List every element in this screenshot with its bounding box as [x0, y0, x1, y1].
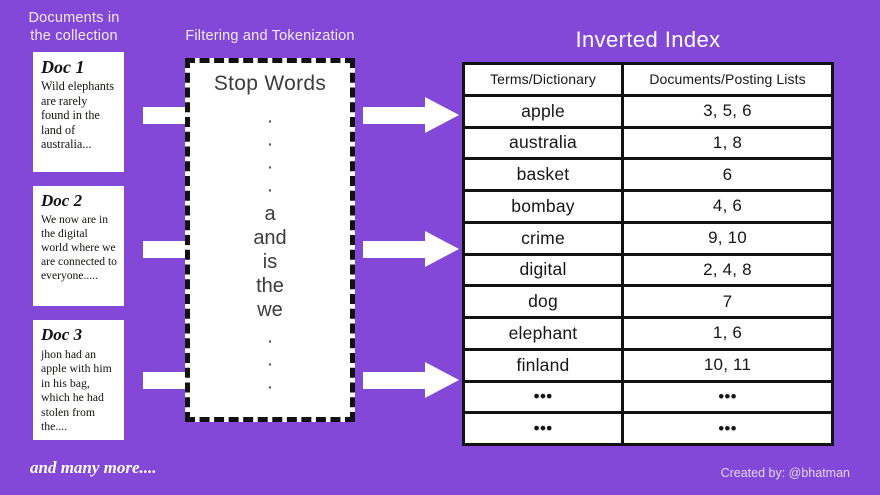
documents-caption-line2: the collection [30, 28, 118, 44]
stop-word-item: is [262, 251, 278, 273]
table-cell-postings: 1, 6 [624, 319, 831, 348]
stop-words-box: Stop Words · · · · a and is the we · · · [185, 58, 355, 422]
table-row: elephant 1, 6 [465, 319, 831, 351]
table-row: basket 6 [465, 160, 831, 192]
table-cell-postings: 7 [624, 287, 831, 316]
table-cell-postings: ••• [624, 414, 831, 443]
arrow-head-icon [425, 97, 459, 133]
table-cell-term: ••• [465, 414, 624, 443]
dot: · [266, 157, 274, 178]
dot: · [266, 331, 274, 352]
table-header-terms: Terms/Dictionary [465, 65, 624, 94]
document-body-3: jhon had an apple with him in his bag, w… [41, 347, 112, 434]
table-cell-term: australia [465, 128, 624, 158]
arrow-shaft [363, 372, 429, 389]
stop-word-item: the [256, 275, 284, 297]
table-cell-term: bombay [465, 192, 624, 221]
document-title-1: Doc 1 [41, 57, 85, 77]
documents-caption-line1: Documents in [28, 10, 120, 26]
table-row: crime 9, 10 [465, 223, 831, 256]
table-row: dog 7 [465, 287, 831, 319]
documents-caption: Documents in the collection [14, 9, 134, 45]
table-row: finland 10, 11 [465, 350, 831, 383]
table-cell-postings: 1, 8 [624, 128, 831, 158]
filtering-caption: Filtering and Tokenization [185, 28, 355, 44]
dot: · [266, 111, 274, 132]
table-cell-term: digital [465, 255, 624, 285]
document-title-3: Doc 3 [41, 325, 83, 344]
table-cell-postings: 10, 11 [624, 350, 831, 380]
input-arrow-doc1 [143, 107, 187, 124]
table-row: digital 2, 4, 8 [465, 255, 831, 288]
stop-word-item: we [257, 299, 283, 321]
document-body-2: We now are in the digital world where we… [41, 213, 117, 282]
arrow-head-icon [425, 231, 459, 267]
dot: · [266, 134, 274, 155]
dot: · [266, 354, 274, 375]
stop-words-title: Stop Words [213, 72, 327, 95]
document-card-3: Doc 3 jhon had an apple with him in his … [33, 320, 124, 440]
table-cell-term: ••• [465, 382, 624, 412]
inverted-index-table: Terms/Dictionary Documents/Posting Lists… [462, 62, 834, 446]
dot: · [266, 377, 274, 398]
footer-credit: Created by: @bhatman [720, 466, 850, 480]
inverted-index-title: Inverted Index [575, 27, 721, 52]
table-cell-term: elephant [465, 319, 624, 348]
table-cell-postings: 4, 6 [624, 192, 831, 221]
input-arrow-doc3 [143, 372, 187, 389]
stop-words-dots-top: · · · · [190, 110, 350, 202]
dot: · [266, 180, 274, 201]
table-row: ••• ••• [465, 382, 831, 415]
table-cell-term: dog [465, 287, 624, 316]
table-row: australia 1, 8 [465, 128, 831, 161]
stop-word-item: a [264, 203, 276, 225]
table-row: bombay 4, 6 [465, 192, 831, 224]
stop-word-item: and [253, 227, 287, 249]
document-card-2: Doc 2 We now are in the digital world wh… [33, 186, 124, 306]
output-arrow-2 [363, 231, 459, 267]
stop-words-dots-bottom: · · · [190, 330, 350, 399]
table-cell-postings: 6 [624, 160, 831, 189]
table-cell-term: apple [465, 96, 624, 126]
arrow-head-icon [425, 362, 459, 398]
arrow-shaft [363, 107, 429, 124]
input-arrow-doc2 [143, 241, 187, 258]
table-cell-postings: 9, 10 [624, 223, 831, 253]
document-card-1: Doc 1 Wild elephants are rarely found in… [33, 52, 124, 172]
table-header-row: Terms/Dictionary Documents/Posting Lists [465, 65, 831, 97]
output-arrow-3 [363, 362, 459, 398]
table-cell-term: finland [465, 350, 624, 380]
table-cell-postings: 3, 5, 6 [624, 96, 831, 126]
table-cell-term: basket [465, 160, 624, 189]
table-header-postings: Documents/Posting Lists [624, 65, 831, 94]
output-arrow-1 [363, 97, 459, 133]
table-cell-postings: ••• [624, 382, 831, 412]
table-row: ••• ••• [465, 414, 831, 443]
table-cell-term: crime [465, 223, 624, 253]
arrow-shaft [363, 241, 429, 258]
table-row: apple 3, 5, 6 [465, 96, 831, 129]
table-cell-postings: 2, 4, 8 [624, 255, 831, 285]
document-title-2: Doc 2 [41, 191, 83, 210]
footer-note: and many more.... [30, 458, 157, 477]
document-body-1: Wild elephants are rarely found in the l… [41, 79, 114, 152]
stop-words-list: a and is the we [190, 202, 350, 322]
